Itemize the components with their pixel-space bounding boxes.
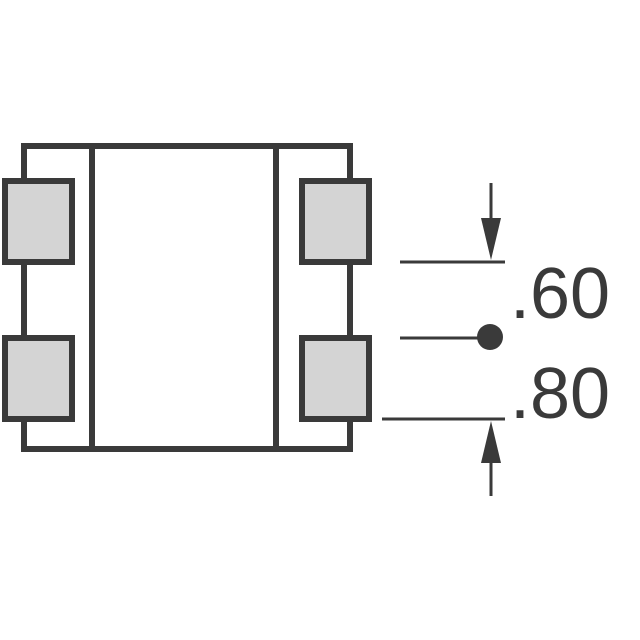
upper-dimension-label: .60: [510, 254, 610, 334]
package-body: [21, 143, 353, 452]
pad-top-left: [2, 178, 75, 265]
lower-arrow-head-icon: [481, 421, 501, 463]
pad-top-right: [299, 178, 372, 265]
upper-arrow-head-icon: [481, 218, 501, 260]
center-dot-icon: [477, 324, 503, 350]
pad-bottom-left: [2, 335, 75, 422]
pad-bottom-right: [299, 335, 372, 422]
lower-dimension-label: .80: [510, 354, 610, 434]
